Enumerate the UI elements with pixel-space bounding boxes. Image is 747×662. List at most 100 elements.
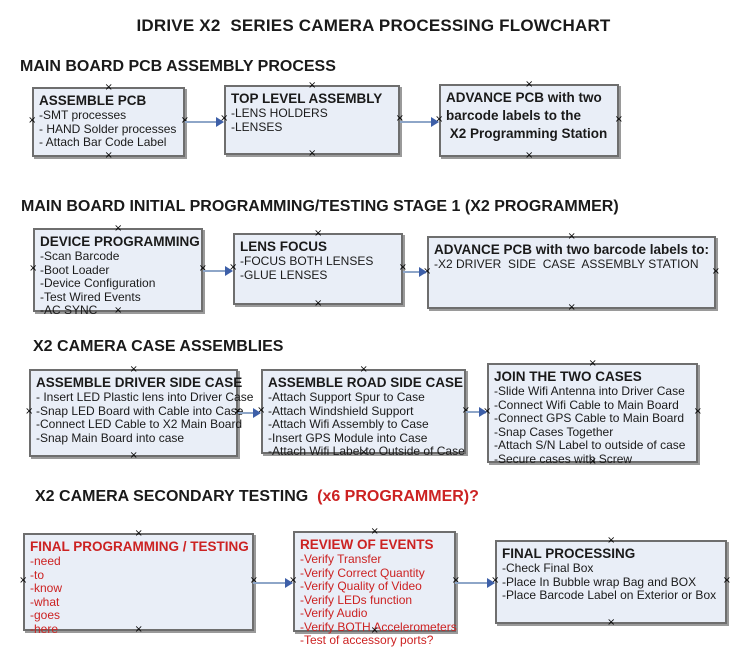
flow-arrow (403, 267, 427, 277)
selection-handle-icon: × (25, 406, 34, 417)
box-line: -goes (30, 608, 61, 622)
box-line: -need (30, 554, 61, 568)
selection-handle-icon: × (314, 298, 323, 309)
box-line: barcode labels to the (446, 108, 582, 123)
box-title: REVIEW OF EVENTS (300, 537, 434, 552)
box-title: FINAL PROGRAMMING / TESTING (30, 539, 249, 554)
box-line: -Test Wired Events (40, 289, 141, 304)
box-line: X2 Programming Station (446, 126, 608, 141)
box-line: -Check Final Box (502, 561, 594, 575)
selection-handle-icon: × (567, 302, 576, 313)
box-title: ASSEMBLE ROAD SIDE CASE (268, 375, 464, 390)
selection-handle-icon: × (28, 115, 37, 126)
flow-box-assemble-pcb: ASSEMBLE PCB -SMT processes - HAND Solde… (28, 83, 189, 161)
selection-handle-icon: × (104, 150, 113, 161)
flow-box-assemble-driver-side-case: ASSEMBLE DRIVER SIDE CASE - Insert LED P… (25, 365, 254, 461)
section-header-text: X2 CAMERA SECONDARY TESTING (35, 488, 318, 505)
flow-arrow (203, 266, 233, 276)
flow-arrow (253, 578, 293, 588)
box-line: -Verify Transfer (300, 552, 382, 566)
selection-handle-icon: × (525, 150, 534, 161)
box-line: -Attach Support Spur to Case (268, 390, 425, 404)
flow-arrow (238, 408, 261, 418)
page-title: IDRIVE X2 SERIES CAMERA PROCESSING FLOWC… (136, 16, 611, 35)
box-line: -Verify Quality of Video (300, 579, 422, 593)
box-line: -Connect Wifi Cable to Main Board (494, 397, 679, 412)
box-title: ADVANCE PCB with two barcode labels to: (434, 242, 710, 257)
flow-arrow (185, 117, 224, 127)
box-line: -to (30, 567, 45, 582)
box-line: -Test of accessory ports? (300, 633, 434, 647)
flow-box-lens-focus: LENS FOCUS -FOCUS BOTH LENSES -GLUE LENS… (229, 229, 407, 309)
flow-arrow (400, 117, 439, 127)
selection-handle-icon: × (308, 148, 317, 159)
box-line: -Secure cases with Screw (494, 451, 633, 466)
box-line: -LENSES (231, 119, 283, 134)
box-line: -AC SYNC (40, 303, 98, 317)
selection-handle-icon: × (129, 450, 138, 461)
flow-box-device-programming: DEVICE PROGRAMMING -Scan Barcode -Boot L… (29, 224, 207, 317)
box-line: -Place In Bubble wrap Bag and BOX (502, 574, 697, 589)
selection-handle-icon: × (29, 263, 38, 274)
box-title: DEVICE PROGRAMMING (40, 234, 200, 249)
selection-handle-icon: × (19, 575, 28, 586)
flow-arrow (455, 578, 495, 588)
box-line: -Connect LED Cable to X2 Main Board (36, 417, 243, 431)
box-line: -X2 DRIVER SIDE CASE ASSEMBLY STATION (434, 257, 699, 271)
section-header-pcb-assembly: MAIN BOARD PCB ASSEMBLY PROCESS (20, 58, 336, 75)
box-title: JOIN THE TWO CASES (494, 369, 642, 384)
flow-box-top-level-assembly: TOP LEVEL ASSEMBLY -LENS HOLDERS -LENSES… (220, 81, 404, 159)
flow-box-join-the-two-cases: JOIN THE TWO CASES -Slide Wifi Antenna i… (483, 359, 702, 467)
box-line: -Verify BOTH Accelerometers (300, 619, 457, 634)
box-line: -LENS HOLDERS (231, 106, 328, 120)
box-line: -Attach Wifi Assembly to Case (268, 417, 429, 431)
box-line: -Attach Wifi Label to Outside of Case (268, 444, 465, 458)
box-line: -GLUE LENSES (240, 267, 328, 282)
box-line: -here (30, 621, 59, 636)
box-line: -Slide Wifi Antenna into Driver Case (494, 384, 685, 398)
box-line: -Verify LEDs function (300, 592, 413, 607)
selection-handle-icon: × (614, 113, 623, 125)
flow-box-final-processing: FINAL PROCESSING -Check Final Box -Place… (491, 536, 731, 628)
flow-arrow (466, 407, 487, 417)
box-line: -Boot Loader (40, 262, 110, 277)
selection-handle-icon: × (607, 617, 616, 628)
box-line: -Insert GPS Module into Case (268, 430, 428, 445)
box-line: -Scan Barcode (40, 249, 120, 263)
section-header-highlight: (x6 PROGRAMMER)? (317, 488, 479, 505)
box-line: ADVANCE PCB with two (446, 90, 602, 105)
box-line: -FOCUS BOTH LENSES (240, 254, 374, 268)
box-line: -Place Barcode Label on Exterior or Box (502, 588, 717, 602)
selection-handle-icon: × (711, 265, 720, 277)
box-line: -Verify Correct Quantity (300, 565, 425, 580)
box-line: -Attach S/N Label to outside of case (494, 438, 686, 452)
selection-handle-icon: × (722, 575, 731, 586)
box-title: ASSEMBLE PCB (39, 93, 147, 108)
box-title: LENS FOCUS (240, 239, 328, 254)
box-line: -Device Configuration (40, 276, 156, 290)
flow-box-assemble-road-side-case: ASSEMBLE ROAD SIDE CASE -Attach Support … (257, 365, 470, 458)
box-line: -Connect GPS Cable to Main Board (494, 411, 685, 425)
box-title: TOP LEVEL ASSEMBLY (231, 91, 383, 106)
box-line: - Attach Bar Code Label (39, 135, 167, 149)
flow-box-review-of-events: REVIEW OF EVENTS -Verify Transfer -Verif… (289, 527, 460, 647)
section-header-secondary-testing: X2 CAMERA SECONDARY TESTING (x6 PROGRAMM… (35, 488, 479, 506)
box-line: -Attach Windshield Support (268, 403, 414, 418)
selection-handle-icon: × (693, 406, 702, 417)
section-header-initial-programming: MAIN BOARD INITIAL PROGRAMMING/TESTING S… (21, 198, 619, 215)
box-line: -what (30, 594, 60, 609)
box-line: - HAND Solder processes (39, 121, 177, 136)
flow-box-advance-pcb-programming-station: ADVANCE PCB with two barcode labels to t… (435, 80, 623, 161)
box-line: -know (30, 581, 63, 595)
box-line: -Snap Cases Together (494, 424, 614, 439)
flow-box-advance-pcb-assembly-station: ADVANCE PCB with two barcode labels to: … (423, 232, 720, 313)
box-title: FINAL PROCESSING (502, 546, 636, 561)
box-line: -SMT processes (39, 108, 127, 122)
box-line: -Snap LED Board with Cable into Case (36, 403, 244, 418)
box-line: -Snap Main Board into case (36, 430, 185, 445)
flow-box-final-programming-testing: FINAL PROGRAMMING / TESTING -need -to -k… (19, 529, 258, 636)
section-header-case-assemblies: X2 CAMERA CASE ASSEMBLIES (33, 338, 284, 355)
box-line: - Insert LED Plastic lens into Driver Ca… (36, 390, 254, 404)
box-title: ASSEMBLE DRIVER SIDE CASE (36, 375, 243, 390)
